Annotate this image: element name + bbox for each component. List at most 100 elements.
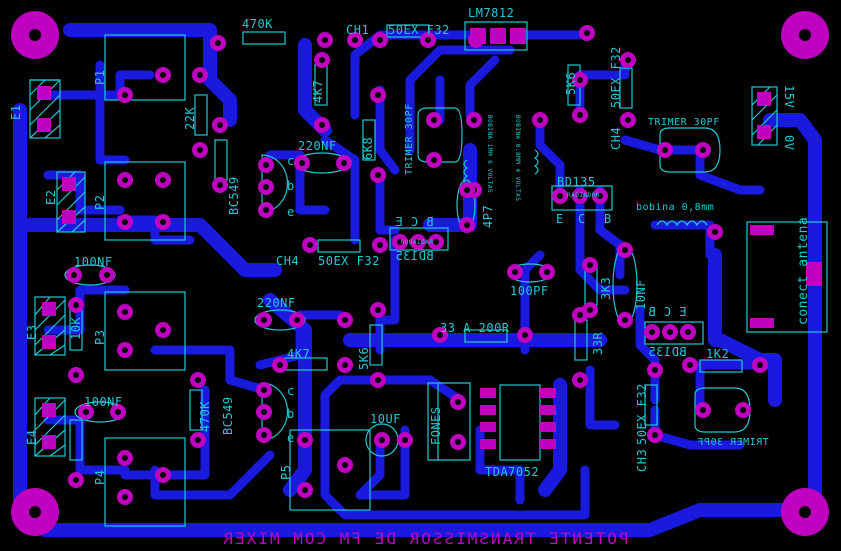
label-radiador-a: RADIADOR bbox=[567, 192, 600, 199]
label-bobina-b: BOBINA 0.8MM 4 VOLTAS bbox=[514, 115, 521, 202]
drill-hole bbox=[740, 407, 746, 413]
drill-hole bbox=[757, 362, 763, 368]
drill-hole bbox=[302, 487, 308, 493]
drill-hole bbox=[263, 162, 269, 168]
label-ecb-c: E C B bbox=[648, 305, 687, 319]
drill-hole bbox=[342, 462, 348, 468]
label-5k6-top: 5K6 bbox=[564, 71, 578, 95]
drill-hole bbox=[160, 327, 166, 333]
drill-hole bbox=[471, 117, 477, 123]
drill-hole bbox=[587, 307, 593, 313]
drill-hole bbox=[587, 262, 593, 268]
label-15v: 15V bbox=[782, 85, 796, 109]
drill-hole bbox=[625, 117, 631, 123]
label-3k3: 3K3 bbox=[599, 276, 613, 300]
drill-hole bbox=[294, 317, 300, 323]
drill-hole bbox=[277, 362, 283, 368]
drill-hole bbox=[649, 329, 655, 335]
drill-hole bbox=[431, 157, 437, 163]
label-pin-e2: e bbox=[287, 431, 295, 445]
label-trimer-a: TRIMER 30PF bbox=[404, 103, 415, 175]
drill-hole bbox=[261, 387, 267, 393]
label-470k-bot: 470K bbox=[198, 401, 212, 432]
label-10uf: 10UF bbox=[370, 412, 401, 426]
label-33r: 33R bbox=[591, 331, 605, 355]
drill-hole bbox=[584, 30, 590, 36]
drill-hole bbox=[122, 455, 128, 461]
drill-hole bbox=[122, 177, 128, 183]
label-470k: 470K bbox=[242, 17, 273, 31]
drill-hole bbox=[512, 269, 518, 275]
drill-hole bbox=[662, 147, 668, 153]
label-trimer-c: TRIMER 30PF bbox=[697, 437, 769, 448]
drill-hole bbox=[215, 40, 221, 46]
label-50ex-top: 50EX F32 bbox=[388, 23, 450, 37]
square-pads bbox=[37, 28, 822, 449]
label-e4: E4 bbox=[25, 429, 39, 445]
drill-hole bbox=[341, 160, 347, 166]
label-radiador-b: RADIADOR bbox=[400, 239, 433, 246]
drill-hole bbox=[299, 160, 305, 166]
drill-hole bbox=[577, 193, 583, 199]
label-0v: 0V bbox=[782, 135, 796, 151]
drill-hole bbox=[425, 37, 431, 43]
label-22k: 22K bbox=[183, 106, 197, 130]
label-pin-b: b bbox=[287, 179, 295, 193]
drill-hole bbox=[122, 309, 128, 315]
drill-hole bbox=[577, 312, 583, 318]
label-bd135-a: BD135 bbox=[557, 175, 596, 189]
label-ch4-left: CH4 bbox=[276, 254, 300, 268]
label-trimer-b: TRIMER 30PF bbox=[648, 117, 720, 128]
drill-hole bbox=[197, 147, 203, 153]
drill-hole bbox=[455, 399, 461, 405]
label-10k: 10K bbox=[69, 316, 83, 340]
drill-hole bbox=[322, 37, 328, 43]
drill-hole bbox=[342, 362, 348, 368]
drill-hole bbox=[622, 317, 628, 323]
drill-hole bbox=[433, 239, 439, 245]
label-10nf: 10NF bbox=[634, 279, 648, 310]
drill-hole bbox=[700, 147, 706, 153]
trace-layer bbox=[13, 23, 822, 537]
drill-hole bbox=[217, 122, 223, 128]
drill-hole bbox=[122, 219, 128, 225]
board-title: POTENTE TRANSMISSOR DE FM COM MIXER bbox=[221, 529, 629, 548]
drill-hole bbox=[464, 222, 470, 228]
label-4k7-mid: 4K7 bbox=[287, 347, 311, 361]
label-pin-B: B bbox=[604, 212, 612, 226]
label-100nf-a: 100NF bbox=[74, 255, 113, 269]
drill-hole bbox=[195, 437, 201, 443]
drill-hole bbox=[685, 329, 691, 335]
label-pin-e: e bbox=[287, 205, 295, 219]
drill-hole bbox=[577, 77, 583, 83]
label-p4: P4 bbox=[93, 469, 107, 485]
label-50ex-mid: 50EX F32 bbox=[318, 254, 380, 268]
drill-hole bbox=[352, 37, 358, 43]
drill-hole bbox=[667, 329, 673, 335]
label-p5: P5 bbox=[279, 464, 293, 480]
drill-hole bbox=[217, 182, 223, 188]
mounting-hole bbox=[781, 488, 829, 536]
drill-hole bbox=[375, 307, 381, 313]
label-100pf: 100PF bbox=[510, 284, 549, 298]
label-bobina-c: bobina 0,8mm bbox=[636, 202, 715, 213]
drill-hole bbox=[464, 187, 470, 193]
drill-hole bbox=[577, 377, 583, 383]
label-pin-c: c bbox=[287, 154, 295, 168]
drill-hole bbox=[197, 72, 203, 78]
label-bobina-a: BOBINA 1MM 6 VOLTAS bbox=[486, 115, 493, 194]
label-ch1: CH1 bbox=[346, 23, 370, 37]
drill-hole bbox=[307, 242, 313, 248]
drill-hole bbox=[577, 112, 583, 118]
drill-hole bbox=[73, 302, 79, 308]
drill-hole bbox=[597, 193, 603, 199]
drill-hole bbox=[622, 247, 628, 253]
label-100nf-b: 100NF bbox=[84, 395, 123, 409]
drill-hole bbox=[537, 117, 543, 123]
drill-hole bbox=[700, 407, 706, 413]
label-bc549-top: BC549 bbox=[227, 176, 241, 215]
drill-hole bbox=[122, 347, 128, 353]
label-5k6-mid: 5K6 bbox=[357, 346, 371, 370]
